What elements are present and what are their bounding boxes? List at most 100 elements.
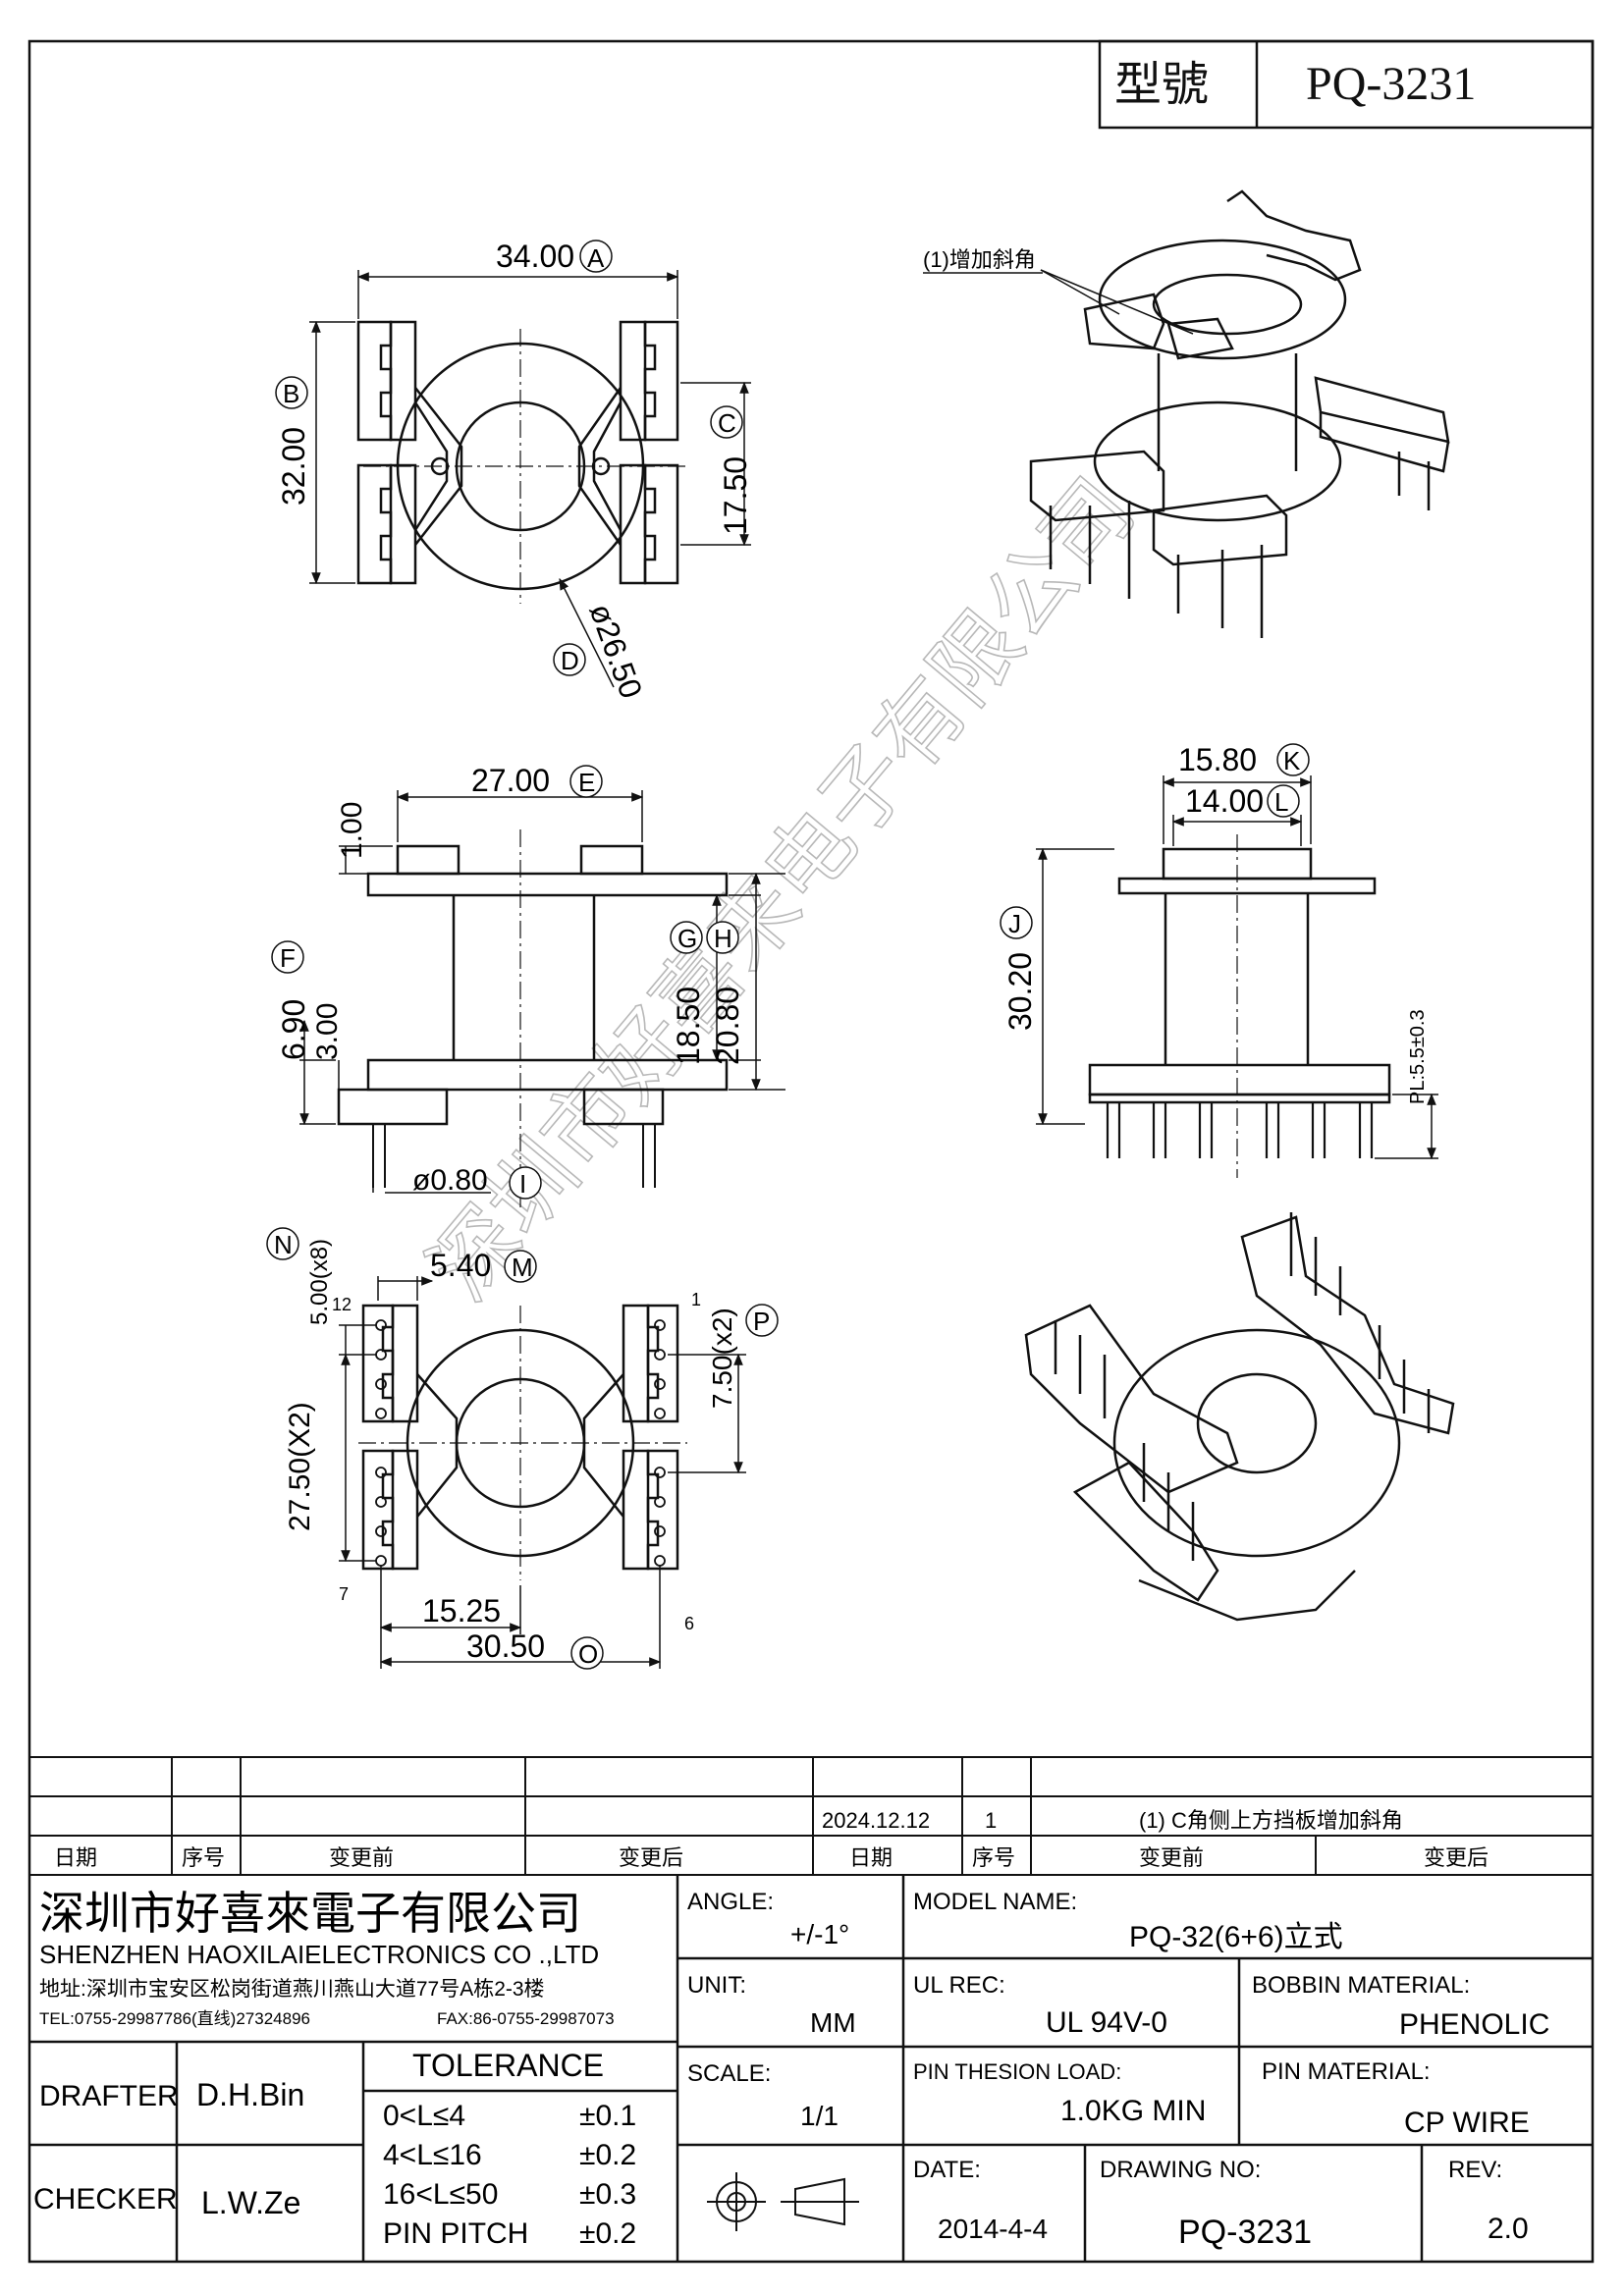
- dim-pl: PL:5.5±0.3: [1407, 1009, 1429, 1104]
- iso-note-leader-2: [1040, 269, 1194, 335]
- front-view-pins: [372, 1124, 656, 1188]
- company-name-en: SHENZHEN HAOXILAIELECTRONICS CO .,LTD: [39, 1940, 599, 1969]
- tolerance-title: TOLERANCE: [412, 2048, 604, 2083]
- iso-note: (1)增加斜角: [923, 247, 1036, 272]
- pinmat-value: CP WIRE: [1404, 2107, 1530, 2139]
- company-name-cn: 深圳市好喜來電子有限公司: [39, 1888, 581, 1939]
- title-block-grid: [29, 1875, 1593, 2262]
- tol-range-3: PIN PITCH: [383, 2217, 528, 2250]
- bottom-view-dimensions: [339, 1276, 746, 1669]
- rev-label: REV:: [1448, 2157, 1502, 2183]
- iso-bottom-pins: [1054, 1212, 1431, 1561]
- rev-header-after-2: 变更后: [1424, 1845, 1489, 1870]
- dim-half: 15.25: [422, 1593, 501, 1629]
- tag-e: E: [578, 768, 595, 797]
- tag-k: K: [1283, 746, 1301, 775]
- dim-b: 32.00: [276, 427, 311, 506]
- top-view-centerlines: [363, 329, 687, 604]
- rev-row-date: 2024.12.12: [822, 1808, 930, 1833]
- pinmat-label: PIN MATERIAL:: [1262, 2058, 1431, 2085]
- dim-a: 34.00: [496, 239, 574, 274]
- tol-range-1: 4<L≤16: [383, 2139, 482, 2171]
- dim-g: 18.50: [671, 987, 706, 1065]
- unit-label: UNIT:: [687, 1972, 746, 1999]
- scale-value: 1/1: [800, 2101, 839, 2131]
- tol-range-0: 0<L≤4: [383, 2100, 465, 2132]
- side-view-dimensions: [1036, 775, 1438, 1160]
- dim-f: 6.90: [276, 999, 311, 1060]
- drawing-no-value: PQ-3231: [1178, 2214, 1312, 2251]
- front-view-tags: [271, 765, 739, 1200]
- ul-label: UL REC:: [913, 1972, 1005, 1999]
- drafter-name: D.H.Bin: [196, 2077, 304, 2112]
- rev-row-seq: 1: [985, 1808, 997, 1833]
- dim-n: 5.00(x8): [306, 1239, 333, 1325]
- bottom-centerlines: [358, 1306, 687, 1580]
- tag-a: A: [587, 243, 605, 273]
- dim-j: 30.20: [1002, 952, 1038, 1031]
- rev-row-desc: (1) C角侧上方挡板增加斜角: [1139, 1808, 1403, 1833]
- tag-b: B: [283, 379, 299, 408]
- dim-pitch: 27.50(X2): [284, 1402, 316, 1531]
- sheet-border: [27, 39, 1595, 2264]
- angle-label: ANGLE:: [687, 1889, 774, 1915]
- dim-i: ø0.80: [412, 1164, 488, 1197]
- load-label: PIN THESION LOAD:: [913, 2059, 1121, 2084]
- dim-1-00: 1.00: [336, 802, 368, 859]
- tol-value-3: ±0.2: [579, 2217, 636, 2250]
- scale-label: SCALE:: [687, 2060, 771, 2087]
- company-fax: FAX:86-0755-29987073: [437, 2009, 615, 2028]
- model-name-value: PQ-32(6+6)立式: [1129, 1921, 1343, 1953]
- rev-header-before: 变更前: [329, 1845, 394, 1870]
- tag-g: G: [677, 924, 697, 953]
- tag-o: O: [578, 1639, 598, 1669]
- bottom-view-tags: [266, 1227, 779, 1670]
- dim-f2: 3.00: [311, 1003, 344, 1060]
- top-view: [356, 320, 679, 591]
- date-value: 2014-4-4: [938, 2214, 1048, 2244]
- pin-7: 7: [339, 1584, 349, 1604]
- rev-value: 2.0: [1488, 2213, 1529, 2245]
- top-view-tags: [275, 240, 743, 676]
- rev-header-date-2: 日期: [849, 1845, 893, 1870]
- model-box: [1098, 39, 1595, 130]
- dim-p: 7.50(x2): [707, 1308, 737, 1409]
- pin-6: 6: [684, 1614, 694, 1633]
- checker-name: L.W.Ze: [201, 2185, 300, 2220]
- load-value: 1.0KG MIN: [1060, 2095, 1206, 2127]
- ul-value: UL 94V-0: [1046, 2006, 1167, 2039]
- iso-note-leader: [1040, 269, 1120, 315]
- dim-h: 20.80: [710, 987, 745, 1065]
- rev-header-date: 日期: [54, 1845, 97, 1870]
- rev-header-seq: 序号: [182, 1845, 225, 1870]
- model-box-value: PQ-3231: [1306, 58, 1477, 110]
- side-view: [1088, 847, 1391, 1104]
- front-view: [337, 844, 729, 1126]
- dim-l: 14.00: [1185, 783, 1264, 819]
- side-view-tags: [1000, 743, 1310, 939]
- checker-label: CHECKER: [33, 2183, 178, 2216]
- tag-n: N: [274, 1230, 293, 1259]
- drafter-label: DRAFTER: [39, 2080, 179, 2112]
- pin-1: 1: [691, 1290, 701, 1309]
- tag-p: P: [753, 1307, 770, 1336]
- iso-bottom-view: [1024, 1215, 1455, 1622]
- tag-m: M: [512, 1253, 533, 1282]
- projection-symbol: [707, 2172, 859, 2231]
- tag-l: L: [1274, 787, 1288, 817]
- tag-h: H: [714, 924, 732, 953]
- tol-value-0: ±0.1: [579, 2100, 636, 2132]
- dim-k: 15.80: [1178, 742, 1257, 777]
- iso-top-pins: [1049, 452, 1431, 638]
- bobbin-label: BOBBIN MATERIAL:: [1252, 1972, 1470, 1999]
- date-label: DATE:: [913, 2157, 981, 2183]
- dim-c: 17.50: [718, 456, 753, 535]
- rev-header-seq-2: 序号: [972, 1845, 1015, 1870]
- model-box-label: 型號: [1114, 57, 1210, 112]
- company-address: 地址:深圳市宝安区松岗街道燕川燕山大道77号A栋2-3楼: [39, 1978, 545, 2001]
- front-view-dimensions: [299, 790, 785, 1194]
- dim-m: 5.40: [430, 1248, 491, 1283]
- dim-o: 30.50: [466, 1629, 545, 1664]
- side-view-pins: [1106, 1102, 1374, 1158]
